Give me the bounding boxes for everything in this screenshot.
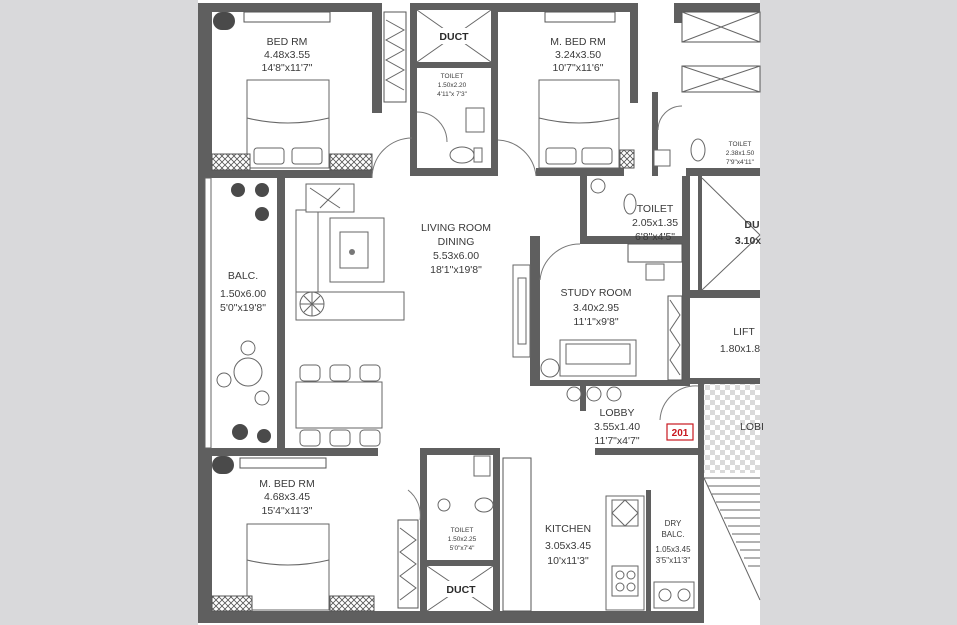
window-hatch [211, 153, 251, 171]
toilet-middle: TOILET 2.05x1.35 6'8"x4'5" [590, 178, 683, 281]
balcony: BALC. 1.50x6.00 5'0"x19'8" [204, 177, 277, 449]
room-dim-ft: 5'0"x7'4" [450, 545, 475, 552]
room-name: M. BED RM [550, 36, 605, 48]
room-dim: 3.10x [735, 235, 761, 247]
room-name: TOILET [441, 73, 464, 80]
washing-machine-icon [653, 581, 695, 609]
wash-basin-icon [590, 178, 606, 194]
kitchen-counter [502, 457, 532, 612]
dry-balcony: DRY BALC. 1.05x3.45 3'5"x11'3" [653, 519, 695, 609]
outer-lobby-label: LOBI [740, 421, 764, 433]
room-dim-ft: 18'1"x19'8" [430, 264, 482, 276]
toilet-icon [474, 497, 494, 513]
toilet-top: TOILET 1.50x2.20 4'11"x 7'3" [416, 73, 485, 164]
duct-right: DU 3.10x [701, 177, 761, 291]
room-dim-m: 2.38x1.50 [726, 150, 755, 157]
toilet-icon [449, 146, 475, 164]
room-dim-m: 3.55x1.40 [594, 421, 640, 433]
room-dim-ft: 4'11"x 7'3" [437, 91, 467, 98]
plant-icon [231, 183, 245, 197]
plant-icon [213, 12, 235, 30]
room-dim-ft: 7'9"x4'11" [726, 159, 755, 166]
lobby: LOBBY 3.55x1.40 11'7"x4'7" 201 LOBI [594, 385, 764, 447]
room-name: TOILET [729, 141, 752, 148]
room-dim-ft: 15'4"x11'3" [262, 505, 313, 517]
room-dim-m: 1.05x3.45 [655, 545, 691, 554]
room-name: DRY [665, 519, 682, 528]
toilet-icon [623, 193, 637, 215]
room-name: TOILET [451, 527, 474, 534]
master-bed-room-bottom: M. BED RM 4.68x3.45 15'4"x11'3" [211, 456, 421, 612]
room-dim-m: 3.24x3.50 [555, 49, 601, 61]
room-name: LOBBY [599, 407, 634, 419]
toilet-bottom: TOILET 1.50x2.25 5'0"x7'4" [437, 455, 494, 552]
room-dim-m: 2.05x1.35 [632, 217, 678, 229]
room-name: STUDY ROOM [561, 287, 632, 299]
master-bed-room-top: M. BED RM 3.24x3.50 10'7"x11'6" [497, 11, 635, 177]
room-dim-ft: 11'7"x4'7" [594, 435, 639, 447]
lift: LIFT 1.80x1.8 [704, 298, 760, 378]
outer-lobby-tiles [702, 383, 760, 473]
room-dim-m: 3.40x2.95 [573, 302, 619, 314]
room-dim-m: 1.50x2.25 [448, 536, 477, 543]
room-dim-m: 3.05x3.45 [545, 540, 591, 552]
room-dim-ft: 5'0"x19'8" [220, 302, 266, 314]
room-dim: 1.80x1.8 [720, 343, 760, 355]
wardrobe-top [383, 11, 407, 103]
room-dim-m: 1.50x2.20 [438, 82, 467, 89]
kitchen: KITCHEN 3.05x3.45 10'x11'3" [502, 457, 645, 612]
room-name: BALC. [228, 270, 258, 282]
room-name-2: BALC. [661, 530, 684, 539]
bed-room-top-left: BED RM 4.48x3.55 14'8"x11'7" [211, 11, 413, 179]
staircase [703, 477, 761, 601]
room-dim-ft: 10'x11'3" [547, 555, 589, 567]
room-name: LIFT [733, 326, 755, 338]
wardrobe-top-right [681, 11, 761, 93]
room-dim-ft: 10'7"x11'6" [553, 62, 604, 74]
duct-bottom: DUCT [426, 565, 494, 612]
stove-icon [611, 565, 639, 597]
duct-label: DUCT [446, 584, 476, 596]
room-name: BED RM [267, 36, 308, 48]
wardrobe [243, 11, 331, 23]
room-dim-m: 4.68x3.45 [264, 491, 310, 503]
duct-top: DUCT [416, 9, 492, 63]
wash-basin-icon [653, 149, 671, 167]
room-name: LIVING ROOM [421, 222, 491, 234]
wash-basin-icon [437, 498, 451, 512]
round-table [233, 357, 263, 387]
room-dim-m: 4.48x3.55 [264, 49, 310, 61]
room-name-2: DINING [438, 236, 475, 248]
room-name: DU [744, 219, 759, 231]
room-name: KITCHEN [545, 523, 591, 535]
room-dim-ft: 11'1"x9'8" [573, 316, 618, 328]
room-dim-ft: 3'5"x11'3" [656, 556, 691, 565]
room-dim-ft: 14'8"x11'7" [262, 62, 313, 74]
bed [246, 523, 330, 611]
room-name: M. BED RM [259, 478, 314, 490]
duct-label: DUCT [439, 31, 469, 43]
living-dining-room: LIVING ROOM DINING 5.53x6.00 18'1"x19'8" [295, 183, 531, 447]
unit-number-badge [666, 423, 694, 441]
walls [198, 3, 760, 623]
sink-icon [611, 499, 639, 527]
room-dim-m: 1.50x6.00 [220, 288, 266, 300]
room-dim-m: 5.53x6.00 [433, 250, 479, 262]
toilet-top-right: TOILET 2.38x1.50 7'9"x4'11" [653, 105, 755, 167]
wash-basin-icon [465, 107, 485, 133]
study-room: STUDY ROOM 3.40x2.95 11'1"x9'8" [539, 243, 683, 402]
room-dim-ft: 6'8"x4'5" [635, 231, 675, 243]
room-name: TOILET [637, 203, 674, 215]
unit-number: 201 [672, 428, 689, 439]
toilet-icon [690, 138, 706, 162]
dining-table [295, 381, 383, 429]
